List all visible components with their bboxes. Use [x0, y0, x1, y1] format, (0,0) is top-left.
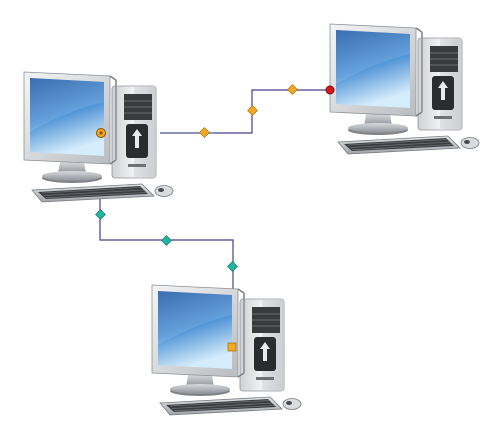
connector-end-marker[interactable] [325, 85, 335, 95]
connector-handle-teal[interactable] [161, 235, 172, 246]
connector-handle-orange[interactable] [247, 105, 258, 116]
selection-handle-circle-icon[interactable] [96, 128, 106, 138]
selection-handle-square-icon[interactable] [227, 342, 237, 352]
connector-handle-teal[interactable] [227, 261, 238, 272]
connector-handle-orange[interactable] [199, 127, 210, 138]
computer-bottom[interactable] [151, 284, 302, 416]
computer-right[interactable] [329, 23, 480, 155]
connector-handle-orange[interactable] [287, 84, 298, 95]
connector-handle-teal[interactable] [95, 209, 106, 220]
connector-left-to-right[interactable] [160, 89, 330, 134]
